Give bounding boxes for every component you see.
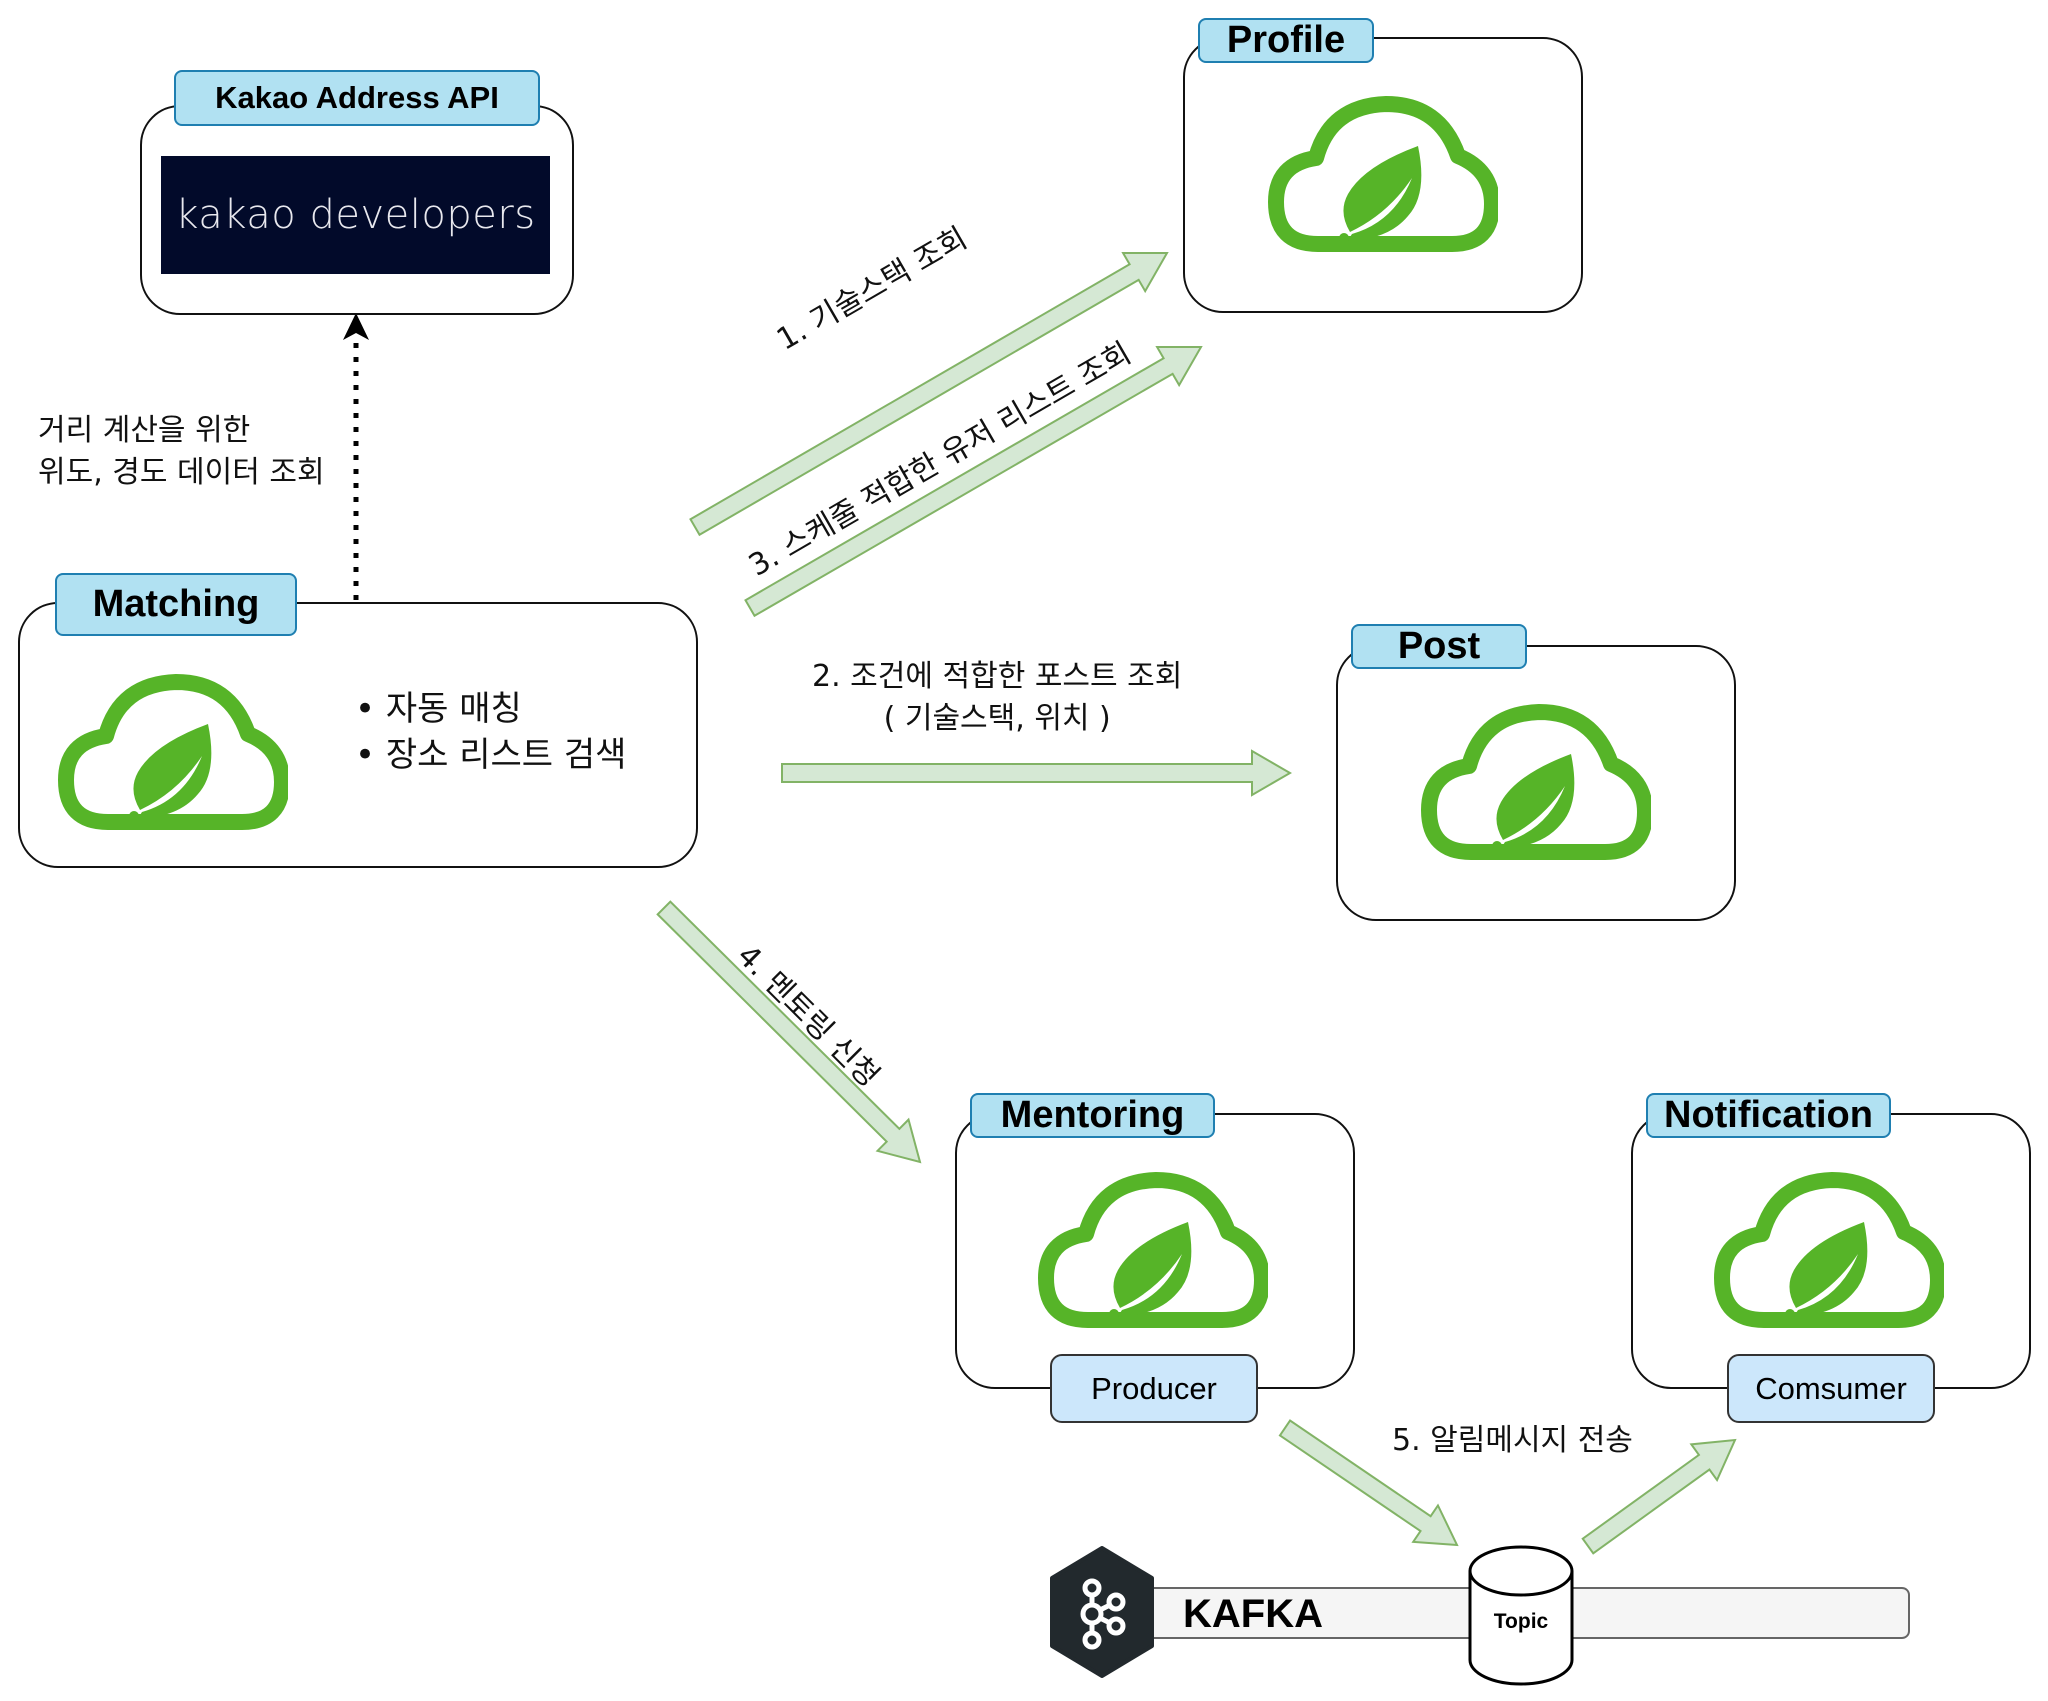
step2-label: 2. 조건에 적합한 포스트 조회 ( 기술스택, 위치 ) xyxy=(812,656,1182,740)
producer-badge: Producer xyxy=(1050,1354,1258,1423)
step2-arrow xyxy=(781,749,1292,797)
kakao-service-label: Kakao Address API xyxy=(174,70,540,126)
geo-lookup-line1: 거리 계산을 위한 xyxy=(38,413,251,448)
geo-lookup-note: 거리 계산을 위한 위도, 경도 데이터 조회 xyxy=(38,410,325,494)
kafka-label: KAFKA xyxy=(1183,1592,1323,1636)
mentoring-service-label: Mentoring xyxy=(970,1093,1215,1138)
step5-label: 5. 알림메시지 전송 xyxy=(1392,1423,1633,1458)
profile-service-label: Profile xyxy=(1198,18,1374,63)
spring-cloud-icon xyxy=(58,672,288,832)
matching-service-label: Matching xyxy=(55,573,297,636)
matching-feature-item: • 자동 매칭 xyxy=(355,689,522,729)
matching-features: • 자동 매칭 • 장소 리스트 검색 xyxy=(355,686,626,778)
kafka-logo-icon xyxy=(1050,1546,1154,1678)
geo-lookup-line2: 위도, 경도 데이터 조회 xyxy=(38,455,325,490)
kakao-developers-logo: kakao developers xyxy=(161,156,550,274)
topic-label: Topic xyxy=(1493,1610,1549,1633)
kakao-logo-text: kakao developers xyxy=(175,192,536,238)
step4-arrow xyxy=(656,900,922,1164)
post-service-label: Post xyxy=(1351,624,1527,669)
topic-cylinder xyxy=(1468,1545,1574,1686)
geo-lookup-arrowhead xyxy=(343,313,369,340)
spring-cloud-icon xyxy=(1038,1170,1268,1330)
spring-cloud-icon xyxy=(1421,702,1651,862)
spring-cloud-icon xyxy=(1268,94,1498,254)
step5-consume-arrow xyxy=(1581,1438,1737,1555)
step2-line2: ( 기술스택, 위치 ) xyxy=(883,701,1111,736)
step1-arrow xyxy=(689,251,1169,537)
step3-arrow xyxy=(744,345,1203,618)
notification-service-label: Notification xyxy=(1646,1093,1891,1138)
matching-feature-item: • 장소 리스트 검색 xyxy=(355,735,627,775)
consumer-badge: Comsumer xyxy=(1727,1354,1935,1423)
step5-publish-arrow xyxy=(1278,1419,1459,1547)
step2-line1: 2. 조건에 적합한 포스트 조회 xyxy=(812,659,1183,694)
spring-cloud-icon xyxy=(1714,1170,1944,1330)
